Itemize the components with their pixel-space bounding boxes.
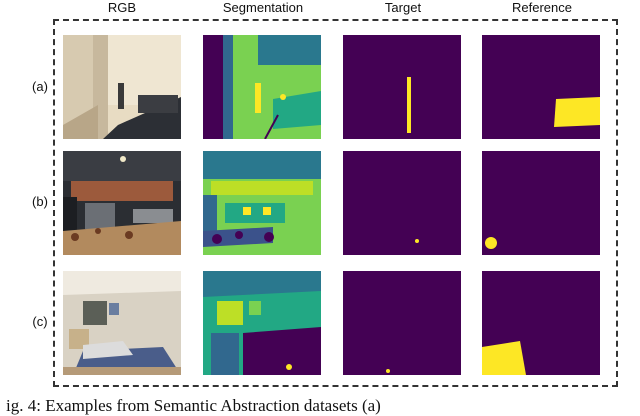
segmentation-image-c — [203, 271, 321, 375]
caption-text: ig. 4: Examples from Semantic Abstractio… — [6, 396, 381, 415]
segmentation-image-b — [203, 151, 321, 255]
reference-mask-b — [482, 151, 600, 255]
target-mask-c — [343, 271, 461, 375]
row-label-c: (c) — [32, 314, 48, 329]
rgb-image-a — [63, 35, 181, 139]
rgb-image-c — [63, 271, 181, 375]
column-header-rgb: RGB — [107, 0, 137, 15]
segmentation-image-a — [203, 35, 321, 139]
target-mask-a — [343, 35, 461, 139]
rgb-image-b — [63, 151, 181, 255]
row-label-a: (a) — [32, 79, 48, 94]
column-header-target: Target — [384, 0, 422, 15]
figure-caption: ig. 4: Examples from Semantic Abstractio… — [0, 396, 640, 416]
column-header-segmentation: Segmentation — [222, 0, 304, 15]
column-header-reference: Reference — [512, 0, 572, 15]
reference-mask-c — [482, 271, 600, 375]
target-mask-b — [343, 151, 461, 255]
figure-frame — [53, 19, 618, 387]
row-label-b: (b) — [32, 194, 48, 209]
reference-mask-a — [482, 35, 600, 139]
